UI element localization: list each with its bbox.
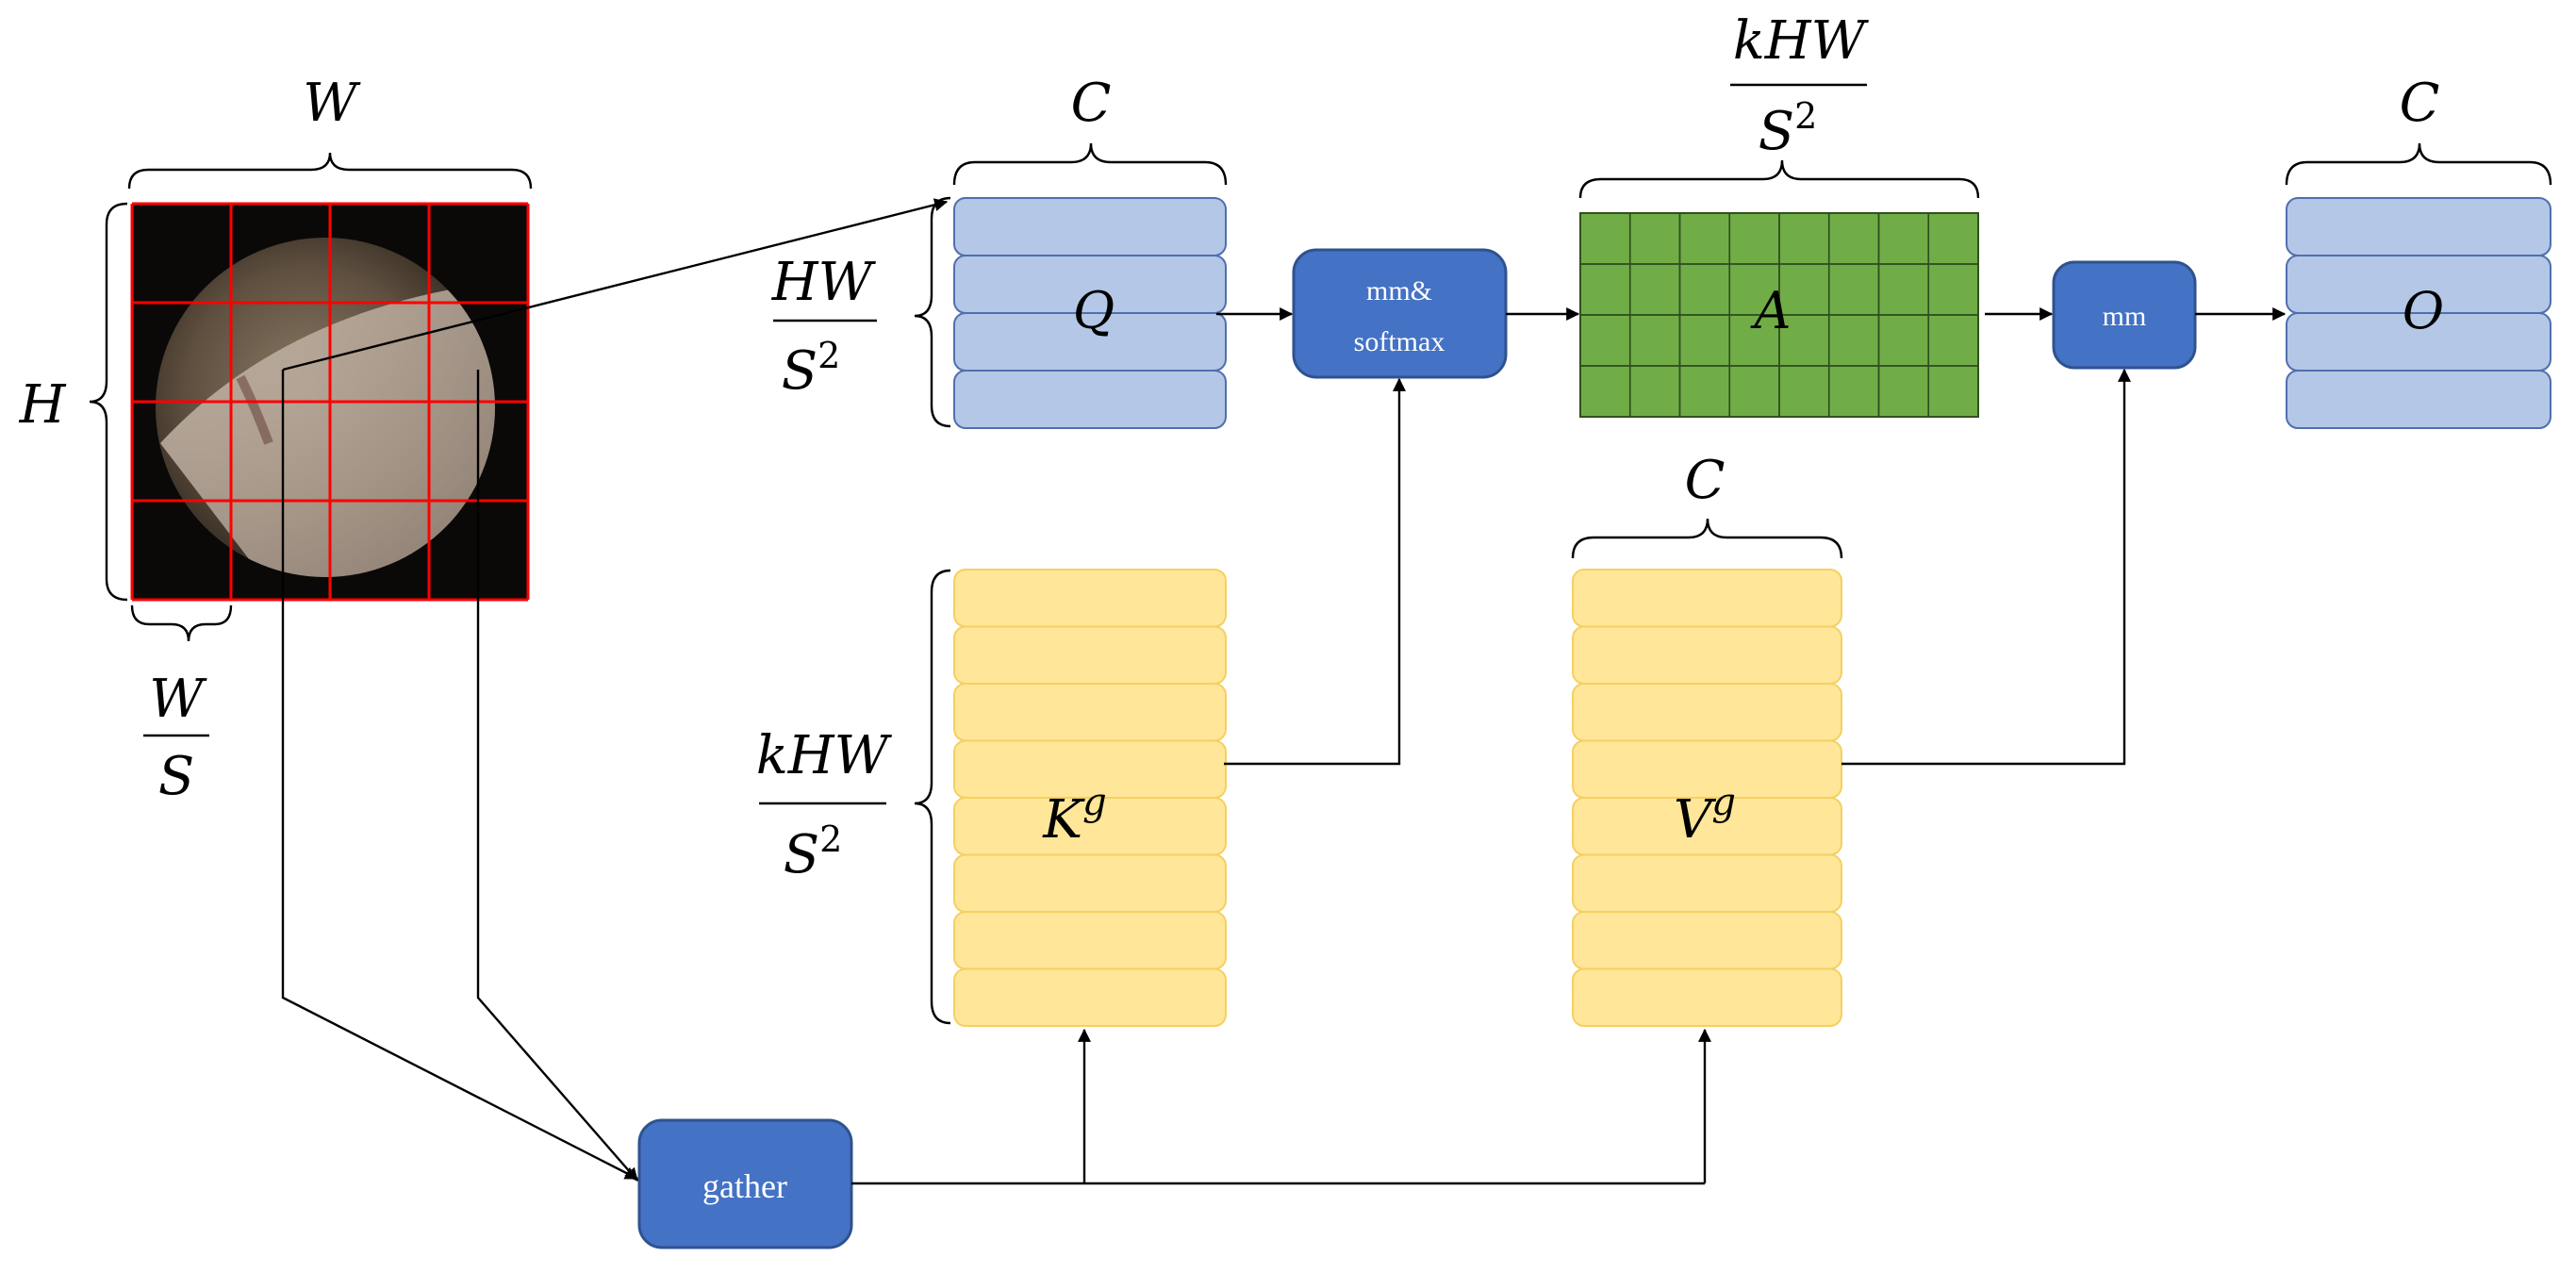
query-height-denominator: S2	[782, 335, 841, 402]
brace-output-width	[2285, 142, 2552, 186]
key-row	[953, 967, 1227, 1027]
key-row	[953, 683, 1227, 742]
query-label: Q	[1073, 281, 1115, 340]
output-block	[2286, 197, 2551, 429]
image-width-label: W	[303, 73, 361, 134]
arrow-image-left-to-gather	[281, 370, 639, 1181]
query-row	[953, 370, 1227, 429]
value-row	[1572, 967, 1842, 1027]
query-row	[953, 197, 1227, 256]
value-row	[1572, 911, 1842, 970]
attention-width-numerator: kHW	[1733, 10, 1870, 72]
arrow-value-to-mm	[1841, 368, 2131, 766]
value-row	[1572, 569, 1842, 628]
query-height-numerator: HW	[771, 252, 877, 313]
value-row	[1572, 683, 1842, 742]
key-row	[953, 625, 1227, 685]
brace-attention-width	[1578, 159, 1980, 199]
image-height-label: H	[19, 374, 67, 436]
brace-value-width	[1571, 518, 1843, 559]
cell-width-denominator: S	[158, 746, 194, 807]
output-row	[2286, 197, 2551, 256]
key-label: Kg	[1042, 781, 1106, 851]
input-image	[130, 202, 530, 602]
value-row	[1572, 853, 1842, 913]
key-row	[953, 569, 1227, 628]
brace-query-height	[914, 196, 951, 428]
image-grid-lines	[130, 202, 530, 602]
mm-label: mm	[2103, 301, 2147, 332]
output-width-label: C	[2400, 73, 2440, 134]
key-block	[953, 569, 1227, 1027]
mm-softmax-op	[1292, 248, 1508, 379]
gather-label: gather	[702, 1167, 787, 1205]
value-label: Vg	[1674, 781, 1736, 851]
brace-query-width	[952, 142, 1228, 186]
attention-width-denominator: S2	[1759, 95, 1818, 162]
query-width-label: C	[1071, 73, 1112, 134]
output-label: O	[2403, 281, 2444, 340]
attention-label: A	[1750, 281, 1792, 340]
value-block	[1572, 569, 1842, 1027]
arrow-key-to-softmax	[1224, 377, 1406, 766]
mm-softmax-label-line2: softmax	[1354, 326, 1445, 357]
connectors	[281, 198, 2287, 1185]
brace-image-height	[89, 202, 128, 602]
arrow-image-to-query	[282, 198, 949, 372]
cell-width-numerator: W	[149, 669, 207, 730]
attention-cell	[1927, 365, 1979, 418]
brace-cell-width	[130, 604, 233, 642]
brace-key-height	[914, 569, 951, 1025]
attention-matrix	[1579, 212, 1979, 418]
key-row	[953, 853, 1227, 913]
arrow-image-right-to-gather	[476, 370, 638, 1182]
value-width-label: C	[1685, 450, 1726, 511]
mm-softmax-label-line1: mm&	[1366, 275, 1432, 306]
key-row	[953, 911, 1227, 970]
query-block	[953, 197, 1227, 429]
key-height-numerator: kHW	[756, 725, 893, 786]
key-height-denominator: S2	[784, 818, 843, 885]
value-row	[1572, 625, 1842, 685]
output-row	[2286, 370, 2551, 429]
brace-image-width	[127, 152, 533, 190]
